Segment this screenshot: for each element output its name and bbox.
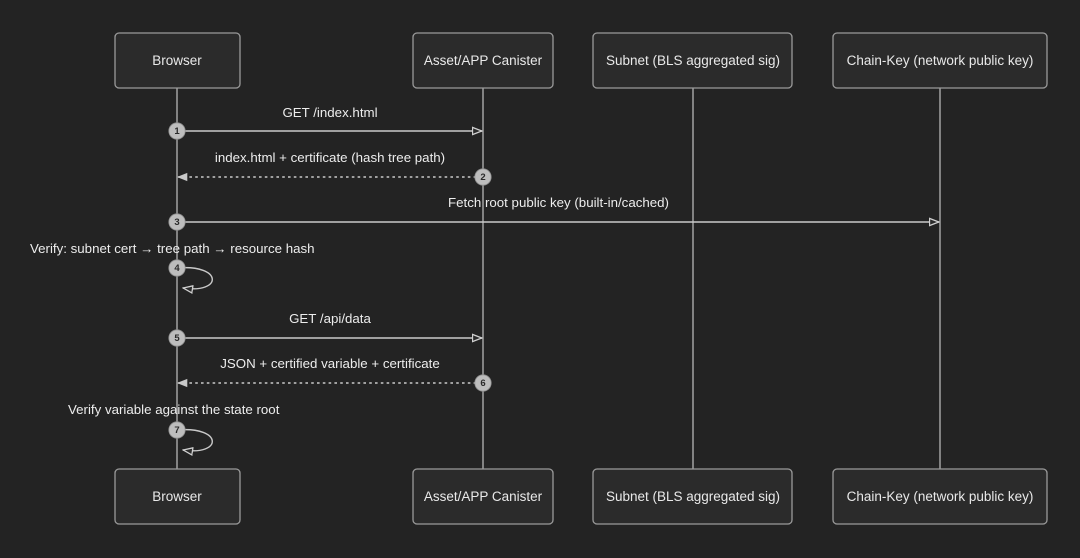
message-label-4: Verify: subnet cert → tree path → resour… — [30, 241, 315, 256]
actor-box-canister — [412, 468, 554, 525]
actor-label-canister: Asset/APP Canister — [424, 53, 543, 68]
actor-box-subnet — [592, 468, 793, 525]
badge-number-6: 6 — [480, 378, 485, 389]
actor-boxes-top: Browser Asset/APP Canister Subnet (BLS agg… — [114, 32, 1048, 89]
actor-chainkey-bottom[interactable]: Chain-Key (network public key) — [832, 468, 1048, 525]
actor-browser-bottom[interactable]: Browser — [114, 468, 241, 525]
badge-number-3: 3 — [174, 217, 179, 228]
actor-label-subnet: Subnet (BLS aggregated sig) — [606, 53, 780, 68]
actor-box-browser — [114, 468, 241, 525]
self-loop-path-7 — [176, 428, 213, 451]
actor-label-browser: Browser — [152, 489, 202, 504]
message-label-6: JSON + certified variable + certificate — [220, 356, 440, 371]
step-badge-2: 2 — [474, 168, 492, 186]
actor-chainkey-top[interactable]: Chain-Key (network public key) — [832, 32, 1048, 89]
step-badge-3: 3 — [168, 213, 186, 231]
actor-box-browser — [114, 32, 241, 89]
message-5[interactable]: GET /api/data — [178, 311, 482, 338]
badge-number-4: 4 — [174, 263, 180, 274]
actor-label-canister: Asset/APP Canister — [424, 489, 543, 504]
badge-circle-1 — [168, 122, 186, 140]
message-7[interactable]: Verify variable against the state root — [68, 402, 280, 451]
message-3[interactable]: Fetch root public key (built-in/cached) — [178, 195, 939, 222]
badge-circle-3 — [168, 213, 186, 231]
actor-label-chainkey: Chain-Key (network public key) — [847, 489, 1034, 504]
actor-box-chainkey — [832, 32, 1048, 89]
actor-box-subnet — [592, 32, 793, 89]
step-badge-6: 6 — [474, 374, 492, 392]
badge-circle-2 — [474, 168, 492, 186]
message-label-1: GET /index.html — [282, 105, 377, 120]
actor-boxes-bottom: Browser Asset/APP Canister Subnet (BLS agg… — [114, 468, 1048, 525]
badge-circle-5 — [168, 329, 186, 347]
actor-label-browser: Browser — [152, 53, 202, 68]
badge-circle-7 — [168, 421, 186, 439]
actor-box-canister — [412, 32, 554, 89]
step-badge-4: 4 — [168, 259, 186, 277]
actor-box-chainkey — [832, 468, 1048, 525]
badge-number-2: 2 — [480, 172, 485, 183]
step-badges-group: 1 2 3 4 5 6 7 — [168, 122, 492, 439]
message-2[interactable]: index.html + certificate (hash tree path… — [178, 150, 482, 177]
badge-number-7: 7 — [174, 425, 179, 436]
badge-circle-6 — [474, 374, 492, 392]
message-label-5: GET /api/data — [289, 311, 371, 326]
actor-subnet-top[interactable]: Subnet (BLS aggregated sig) — [592, 32, 793, 89]
badge-number-5: 5 — [174, 333, 180, 344]
messages-group: GET /index.html index.html + certificate … — [30, 105, 939, 451]
step-badge-1: 1 — [168, 122, 186, 140]
actor-subnet-bottom[interactable]: Subnet (BLS aggregated sig) — [592, 468, 793, 525]
self-loop-path-4 — [176, 266, 213, 289]
lifelines-group — [176, 88, 941, 469]
message-6[interactable]: JSON + certified variable + certificate — [178, 356, 482, 383]
actor-canister-bottom[interactable]: Asset/APP Canister — [412, 468, 554, 525]
message-label-3: Fetch root public key (built-in/cached) — [448, 195, 669, 210]
message-1[interactable]: GET /index.html — [178, 105, 482, 131]
actor-browser-top[interactable]: Browser — [114, 32, 241, 89]
step-badge-7: 7 — [168, 421, 186, 439]
message-4[interactable]: Verify: subnet cert → tree path → resour… — [30, 241, 315, 289]
actor-label-subnet: Subnet (BLS aggregated sig) — [606, 489, 780, 504]
message-label-7: Verify variable against the state root — [68, 402, 280, 417]
message-label-2: index.html + certificate (hash tree path… — [215, 150, 445, 165]
actor-canister-top[interactable]: Asset/APP Canister — [412, 32, 554, 89]
actor-label-chainkey: Chain-Key (network public key) — [847, 53, 1034, 68]
badge-circle-4 — [168, 259, 186, 277]
badge-number-1: 1 — [174, 126, 180, 137]
step-badge-5: 5 — [168, 329, 186, 347]
